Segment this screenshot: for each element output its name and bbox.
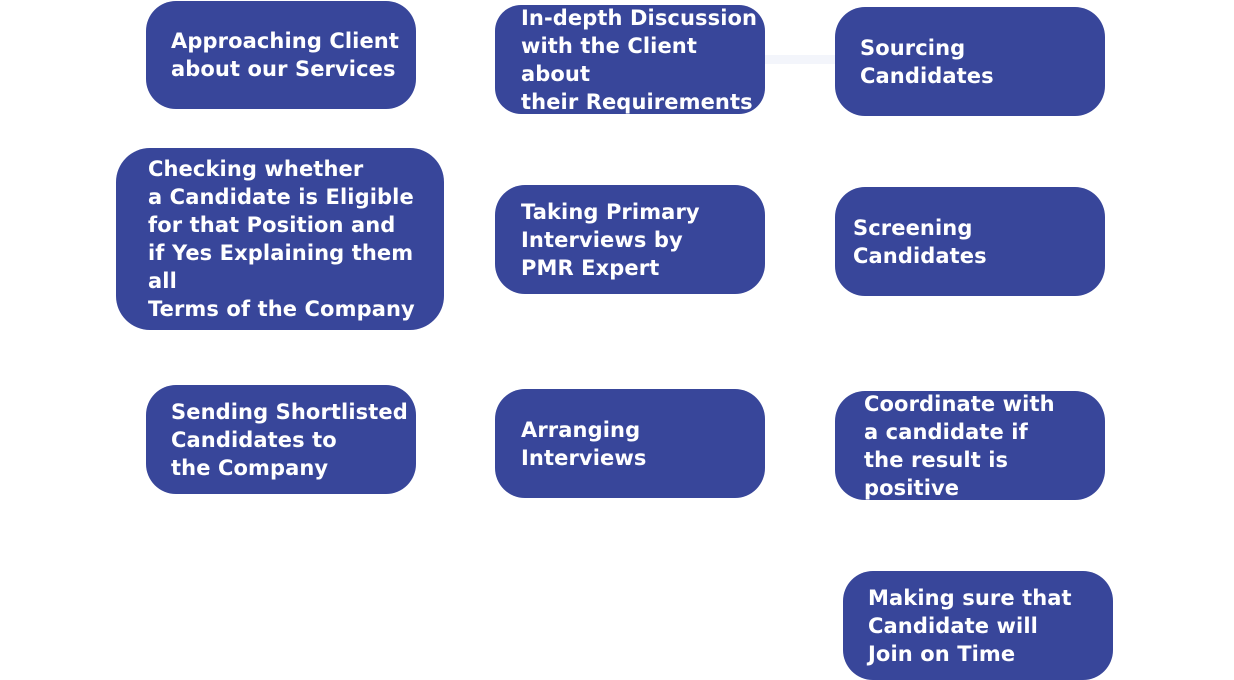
- step-label: Sourcing Candidates: [860, 35, 994, 88]
- step-sending-shortlisted: Sending Shortlisted Candidates to the Co…: [146, 385, 416, 494]
- step-primary-interviews: Taking Primary Interviews by PMR Expert: [495, 185, 765, 294]
- step-label: Taking Primary Interviews by PMR Expert: [521, 199, 700, 280]
- step-coordinate-candidate: Coordinate with a candidate if the resul…: [835, 391, 1105, 500]
- step-join-on-time: Making sure that Candidate will Join on …: [843, 571, 1113, 680]
- step-label: Approaching Client about our Services: [171, 29, 400, 81]
- step-label: Screening Candidates: [853, 215, 987, 268]
- step-label: Making sure that Candidate will Join on …: [868, 585, 1072, 666]
- step-screening-candidates: Screening Candidates: [835, 187, 1105, 296]
- step-sourcing-candidates: Sourcing Candidates: [835, 7, 1105, 116]
- step-label: Sending Shortlisted Candidates to the Co…: [171, 399, 408, 480]
- step-label: Arranging Interviews: [521, 417, 647, 470]
- step-label: In-depth Discussion with the Client abou…: [521, 5, 758, 114]
- step-in-depth-discussion: In-depth Discussion with the Client abou…: [495, 5, 765, 114]
- step-arranging-interviews: Arranging Interviews: [495, 389, 765, 498]
- step-approaching-client: Approaching Client about our Services: [146, 1, 416, 109]
- step-label: Checking whether a Candidate is Eligible…: [148, 157, 415, 321]
- connector-line: [762, 55, 838, 64]
- step-label: Coordinate with a candidate if the resul…: [864, 391, 1055, 500]
- step-checking-eligibility: Checking whether a Candidate is Eligible…: [116, 148, 444, 330]
